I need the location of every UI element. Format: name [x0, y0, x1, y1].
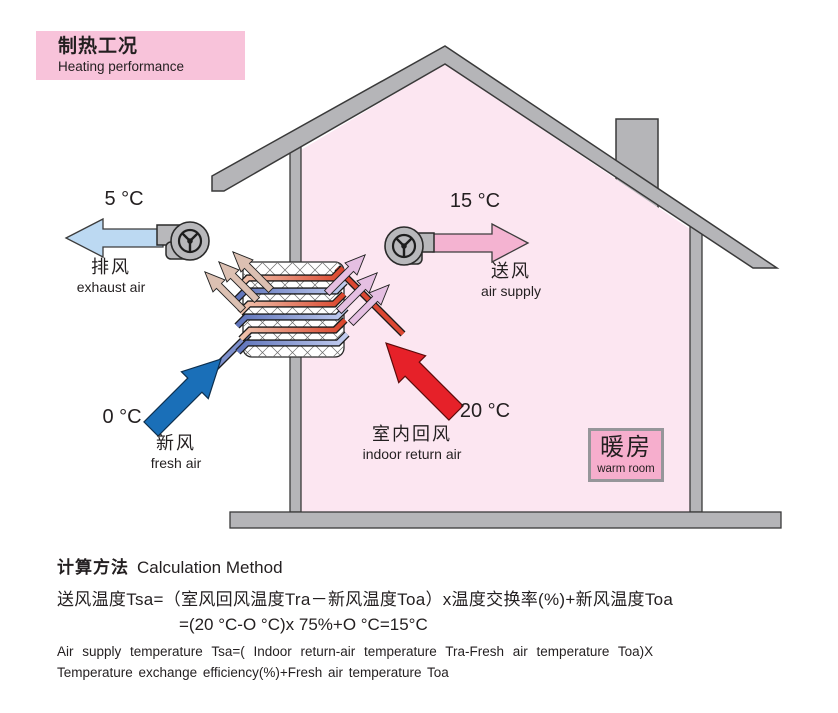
exhaust-temp-label: 5 °C [104, 188, 144, 210]
calc-heading-en: Calculation Method [137, 558, 283, 577]
calc-formula-zh: 送风温度Tsa=（室风回风温度Tra－新风温度Toa）x温度交换率(%)+新风温… [57, 590, 674, 609]
supply-air-label-en: air supply [481, 283, 541, 299]
calc-heading: 计算方法 Calculation Method [57, 553, 827, 578]
supply-temp-label: 15 °C [449, 190, 501, 212]
calc-formula-en2: Temperature exchange efficiency(%)+Fresh… [57, 665, 449, 680]
calc-formula-values: =(20 °C-O °C)x 75%+O °C=15°C [179, 615, 428, 634]
exhaust-air-arrow [64, 217, 164, 259]
fresh-air-label: 新风 fresh air [118, 433, 234, 472]
supply-air-label: 送风 air supply [452, 261, 570, 300]
warm-room-zh: 暖房 [600, 434, 652, 461]
heading-badge: 制热工况 Heating performance [36, 31, 245, 80]
fresh-air-label-zh: 新风 [156, 433, 196, 453]
warm-room-badge: 暖房 warm room [588, 428, 664, 482]
calc-heading-zh: 计算方法 [57, 558, 129, 577]
return-air-label-zh: 室内回风 [372, 424, 452, 444]
exhaust-air-label-en: exhaust air [76, 279, 146, 295]
fresh-temp-label: 0 °C [102, 406, 142, 428]
exhaust-air-label: 排风 exhaust air [52, 257, 170, 296]
heading-zh: 制热工况 [58, 36, 139, 57]
exhaust-air-label-zh: 排风 [91, 257, 131, 277]
return-temp-label: 20 °C [459, 400, 511, 422]
house [211, 45, 782, 529]
right-wall [689, 226, 703, 513]
fresh-air-label-en: fresh air [150, 455, 202, 471]
roof [211, 45, 780, 269]
heat-exchanger [198, 245, 406, 381]
supply-fan-icon [384, 222, 530, 266]
floor [229, 511, 782, 529]
supply-air-label-zh: 送风 [491, 261, 531, 281]
exhaust-fan-icon [64, 217, 210, 261]
calculation-block: 计算方法 Calculation Method 送风温度Tsa=（室风回风温度Tr… [57, 553, 827, 680]
return-air-label: 室内回风 indoor return air [337, 424, 487, 463]
room-interior [301, 64, 690, 512]
warm-room-en: warm room [597, 463, 655, 475]
heading-en: Heating performance [58, 59, 185, 74]
calc-formula-en1: Air supply temperature Tsa=( Indoor retu… [57, 644, 654, 659]
return-air-label-en: indoor return air [362, 446, 462, 462]
